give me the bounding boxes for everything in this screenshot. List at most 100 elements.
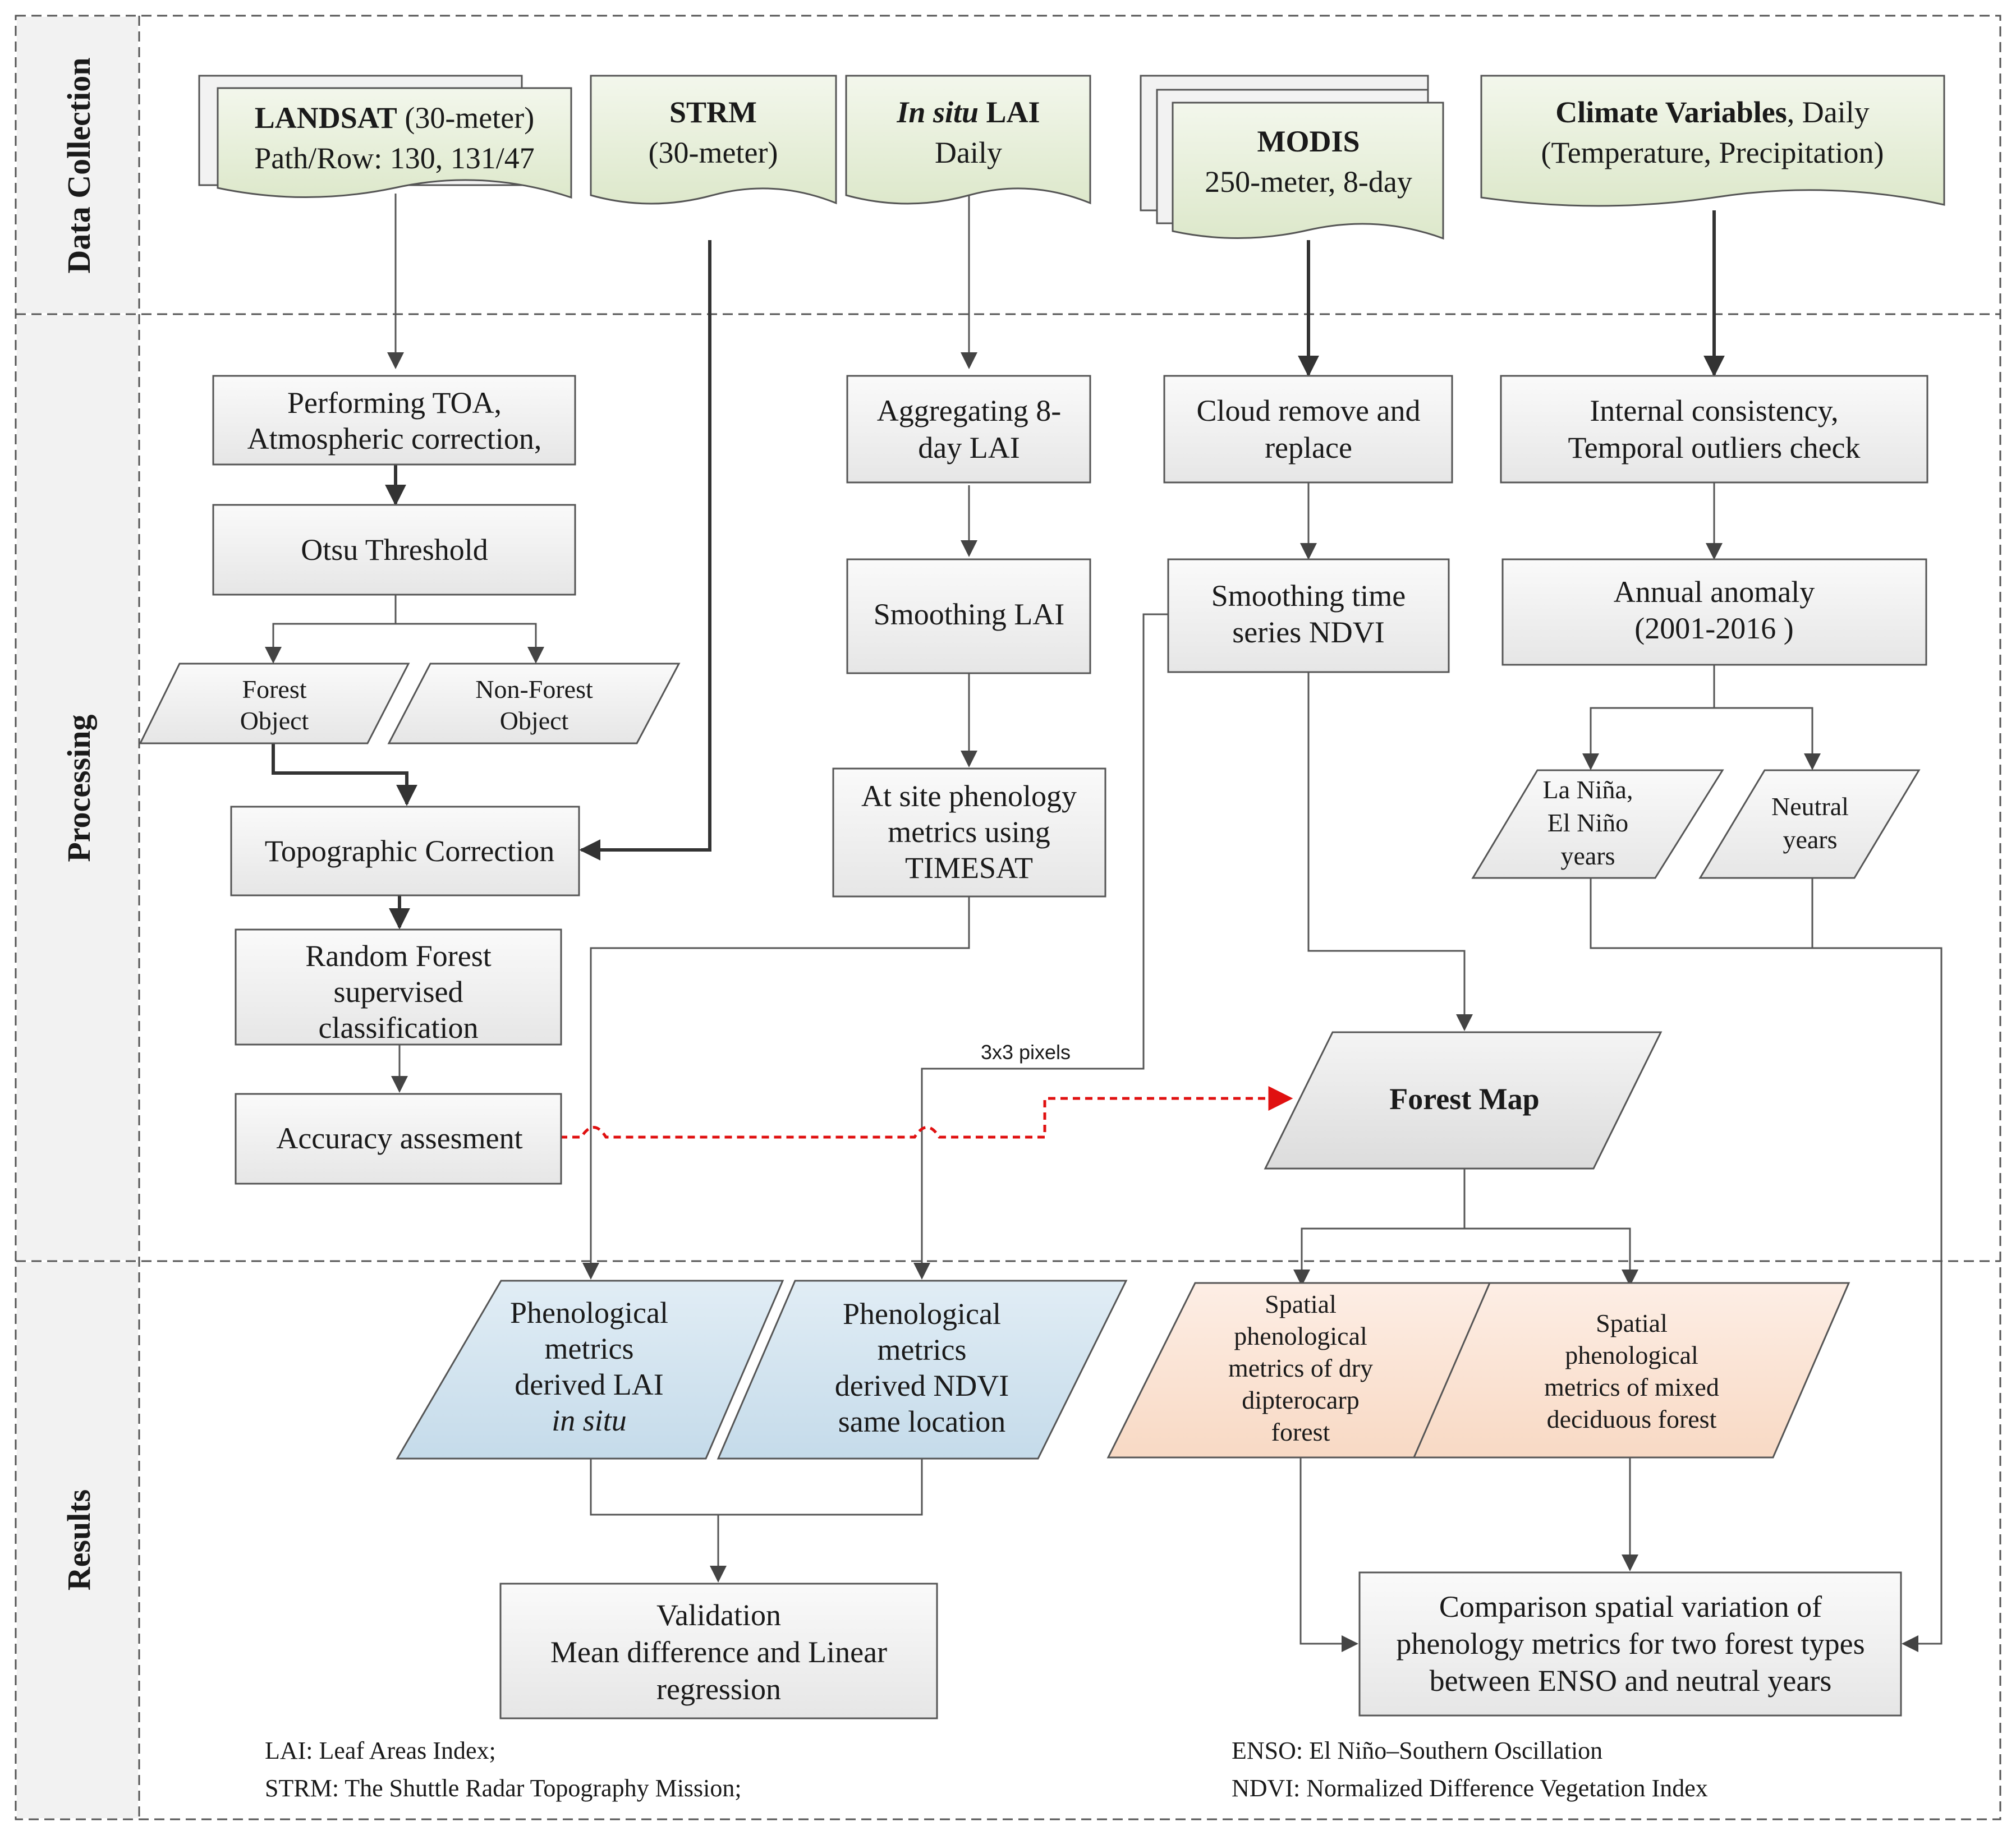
- box-validation: Validation Mean difference and Linear re…: [499, 1583, 938, 1719]
- svg-text:Otsu Threshold: Otsu Threshold: [301, 533, 488, 567]
- spatial-metrics-mixed-deciduous: Spatial phenological metrics of mixed de…: [1412, 1282, 1850, 1459]
- section-label-results: Results: [61, 1489, 97, 1590]
- svg-text:In situ LAI: In situ LAI: [896, 95, 1040, 129]
- svg-text:Forest Map: Forest Map: [1389, 1082, 1539, 1116]
- svg-text:replace: replace: [1265, 431, 1352, 465]
- svg-text:Accuracy assesment: Accuracy assesment: [276, 1121, 522, 1155]
- svg-text:Annual anomaly: Annual anomaly: [1614, 575, 1815, 609]
- connectors: [265, 194, 1942, 1652]
- svg-text:Phenological: Phenological: [843, 1297, 1001, 1331]
- legend-lai: LAI: Leaf Areas Index;: [265, 1737, 496, 1764]
- svg-text:Temporal outliers check: Temporal outliers check: [1568, 431, 1860, 465]
- neutral-years: Neutral years: [1698, 769, 1921, 879]
- box-aggregating-lai: Aggregating 8- day LAI: [846, 375, 1091, 484]
- forest-object: Forest Object: [139, 663, 410, 744]
- non-forest-object: Non-Forest Object: [387, 663, 681, 744]
- svg-text:La Niña,: La Niña,: [1543, 775, 1633, 804]
- source-modis: MODIS 250-meter, 8-day: [1140, 75, 1444, 240]
- modis-name: MODIS: [1257, 125, 1360, 158]
- svg-text:phenology metrics for two fore: phenology metrics for two forest types: [1396, 1627, 1865, 1661]
- thick-connectors: [272, 210, 1725, 930]
- section-band-processing: [17, 315, 138, 1260]
- svg-text:Validation: Validation: [656, 1598, 781, 1632]
- svg-text:LANDSAT (30-meter): LANDSAT (30-meter): [255, 101, 534, 135]
- box-smoothing-lai: Smoothing LAI: [846, 558, 1091, 674]
- svg-text:regression: regression: [656, 1672, 781, 1706]
- svg-text:At site phenology: At site phenology: [861, 779, 1077, 813]
- lanina-elnino-years: La Niña, El Niño years: [1471, 769, 1724, 879]
- insitu-label-bold: LAI: [979, 95, 1040, 129]
- svg-text:Mean difference and Linear: Mean difference and Linear: [550, 1635, 887, 1669]
- box-random-forest: Random Forest supervised classification: [235, 928, 562, 1046]
- svg-text:Topographic Correction: Topographic Correction: [265, 834, 555, 868]
- svg-text:Phenological: Phenological: [510, 1296, 668, 1330]
- svg-text:Comparison spatial variation o: Comparison spatial variation of: [1439, 1590, 1822, 1624]
- svg-text:Climate Variables, Daily: Climate Variables, Daily: [1555, 95, 1869, 129]
- svg-text:Object: Object: [500, 706, 569, 735]
- box-accuracy-assessment: Accuracy assesment: [235, 1093, 562, 1185]
- svg-text:Internal consistency,: Internal consistency,: [1590, 394, 1838, 427]
- svg-text:phenological: phenological: [1565, 1341, 1698, 1369]
- landsat-name: LANDSAT: [255, 101, 397, 135]
- validation-link: [560, 1086, 1293, 1139]
- section-band-results: [17, 1262, 138, 1818]
- source-strm: STRM (30-meter): [590, 75, 837, 205]
- svg-text:Aggregating 8-: Aggregating 8-: [877, 394, 1061, 427]
- svg-text:years: years: [1783, 825, 1837, 854]
- svg-text:metrics using: metrics using: [888, 815, 1050, 849]
- box-internal-consistency: Internal consistency, Temporal outliers …: [1500, 375, 1928, 484]
- frame: [15, 15, 2001, 1820]
- svg-text:Forest: Forest: [242, 675, 307, 703]
- pheno-metrics-ndvi: Phenological metrics derived NDVI same l…: [717, 1280, 1128, 1460]
- box-otsu: Otsu Threshold: [212, 504, 576, 596]
- insitu-label-italic: In situ: [896, 95, 979, 129]
- svg-text:forest: forest: [1271, 1418, 1330, 1446]
- box-smoothing-ndvi: Smoothing time series NDVI: [1167, 558, 1450, 673]
- legend-strm: STRM: The Shuttle Radar Topography Missi…: [265, 1774, 742, 1802]
- svg-text:El Niño: El Niño: [1547, 808, 1628, 837]
- svg-text:metrics of mixed: metrics of mixed: [1544, 1373, 1719, 1401]
- svg-text:Atmospheric correction,: Atmospheric correction,: [247, 422, 542, 456]
- climate-variables: (Temperature, Precipitation): [1541, 136, 1884, 169]
- svg-text:Cloud remove and: Cloud remove and: [1197, 394, 1421, 427]
- svg-text:metrics: metrics: [545, 1332, 634, 1365]
- spatial-metrics-dry-dipterocarp: Spatial phenological metrics of dry dipt…: [1106, 1282, 1495, 1459]
- legend-ndvi: NDVI: Normalized Difference Vegetation I…: [1232, 1774, 1708, 1802]
- svg-text:series NDVI: series NDVI: [1232, 615, 1384, 649]
- section-band-data-collection: [17, 17, 138, 313]
- svg-text:Spatial: Spatial: [1265, 1290, 1337, 1318]
- strm-resolution: (30-meter): [649, 136, 778, 169]
- landsat-detail: (30-meter): [397, 101, 534, 135]
- section-label-data-collection: Data Collection: [61, 58, 97, 274]
- svg-text:Smoothing LAI: Smoothing LAI: [874, 597, 1065, 631]
- section-label-processing: Processing: [61, 714, 97, 862]
- climate-name: Climate Variables: [1555, 95, 1787, 129]
- svg-text:Random Forest: Random Forest: [305, 939, 492, 973]
- svg-text:(2001-2016 ): (2001-2016 ): [1634, 611, 1793, 645]
- box-cloud-remove: Cloud remove and replace: [1163, 375, 1453, 484]
- svg-text:Performing TOA,: Performing TOA,: [287, 386, 502, 420]
- svg-text:day LAI: day LAI: [918, 431, 1020, 465]
- pixels-label: 3x3 pixels: [981, 1041, 1071, 1064]
- svg-text:phenological: phenological: [1234, 1322, 1367, 1350]
- landsat-path-row: Path/Row: 130, 131/47: [254, 141, 535, 175]
- svg-text:Object: Object: [240, 706, 309, 735]
- svg-text:Spatial: Spatial: [1596, 1309, 1668, 1337]
- svg-text:derived LAI: derived LAI: [515, 1368, 663, 1401]
- climate-detail: , Daily: [1787, 95, 1870, 129]
- svg-text:years: years: [1560, 841, 1615, 870]
- box-toa: Performing TOA, Atmospheric correction,: [212, 375, 576, 466]
- box-comparison: Comparison spatial variation of phenolog…: [1358, 1571, 1902, 1717]
- modis-resolution: 250-meter, 8-day: [1205, 165, 1412, 199]
- svg-text:between ENSO and neutral years: between ENSO and neutral years: [1430, 1664, 1832, 1698]
- svg-text:in situ: in situ: [552, 1404, 627, 1437]
- source-climate: Climate Variables, Daily (Temperature, P…: [1480, 75, 1945, 207]
- box-at-site-phenology: At site phenology metrics using TIMESAT: [832, 767, 1106, 898]
- box-topographic-correction: Topographic Correction: [230, 806, 580, 896]
- svg-text:derived NDVI: derived NDVI: [835, 1369, 1009, 1402]
- insitu-frequency: Daily: [935, 136, 1002, 169]
- svg-text:deciduous forest: deciduous forest: [1547, 1405, 1717, 1433]
- pheno-metrics-lai: Phenological metrics derived LAI in situ: [396, 1280, 784, 1460]
- svg-text:Non-Forest: Non-Forest: [475, 675, 593, 703]
